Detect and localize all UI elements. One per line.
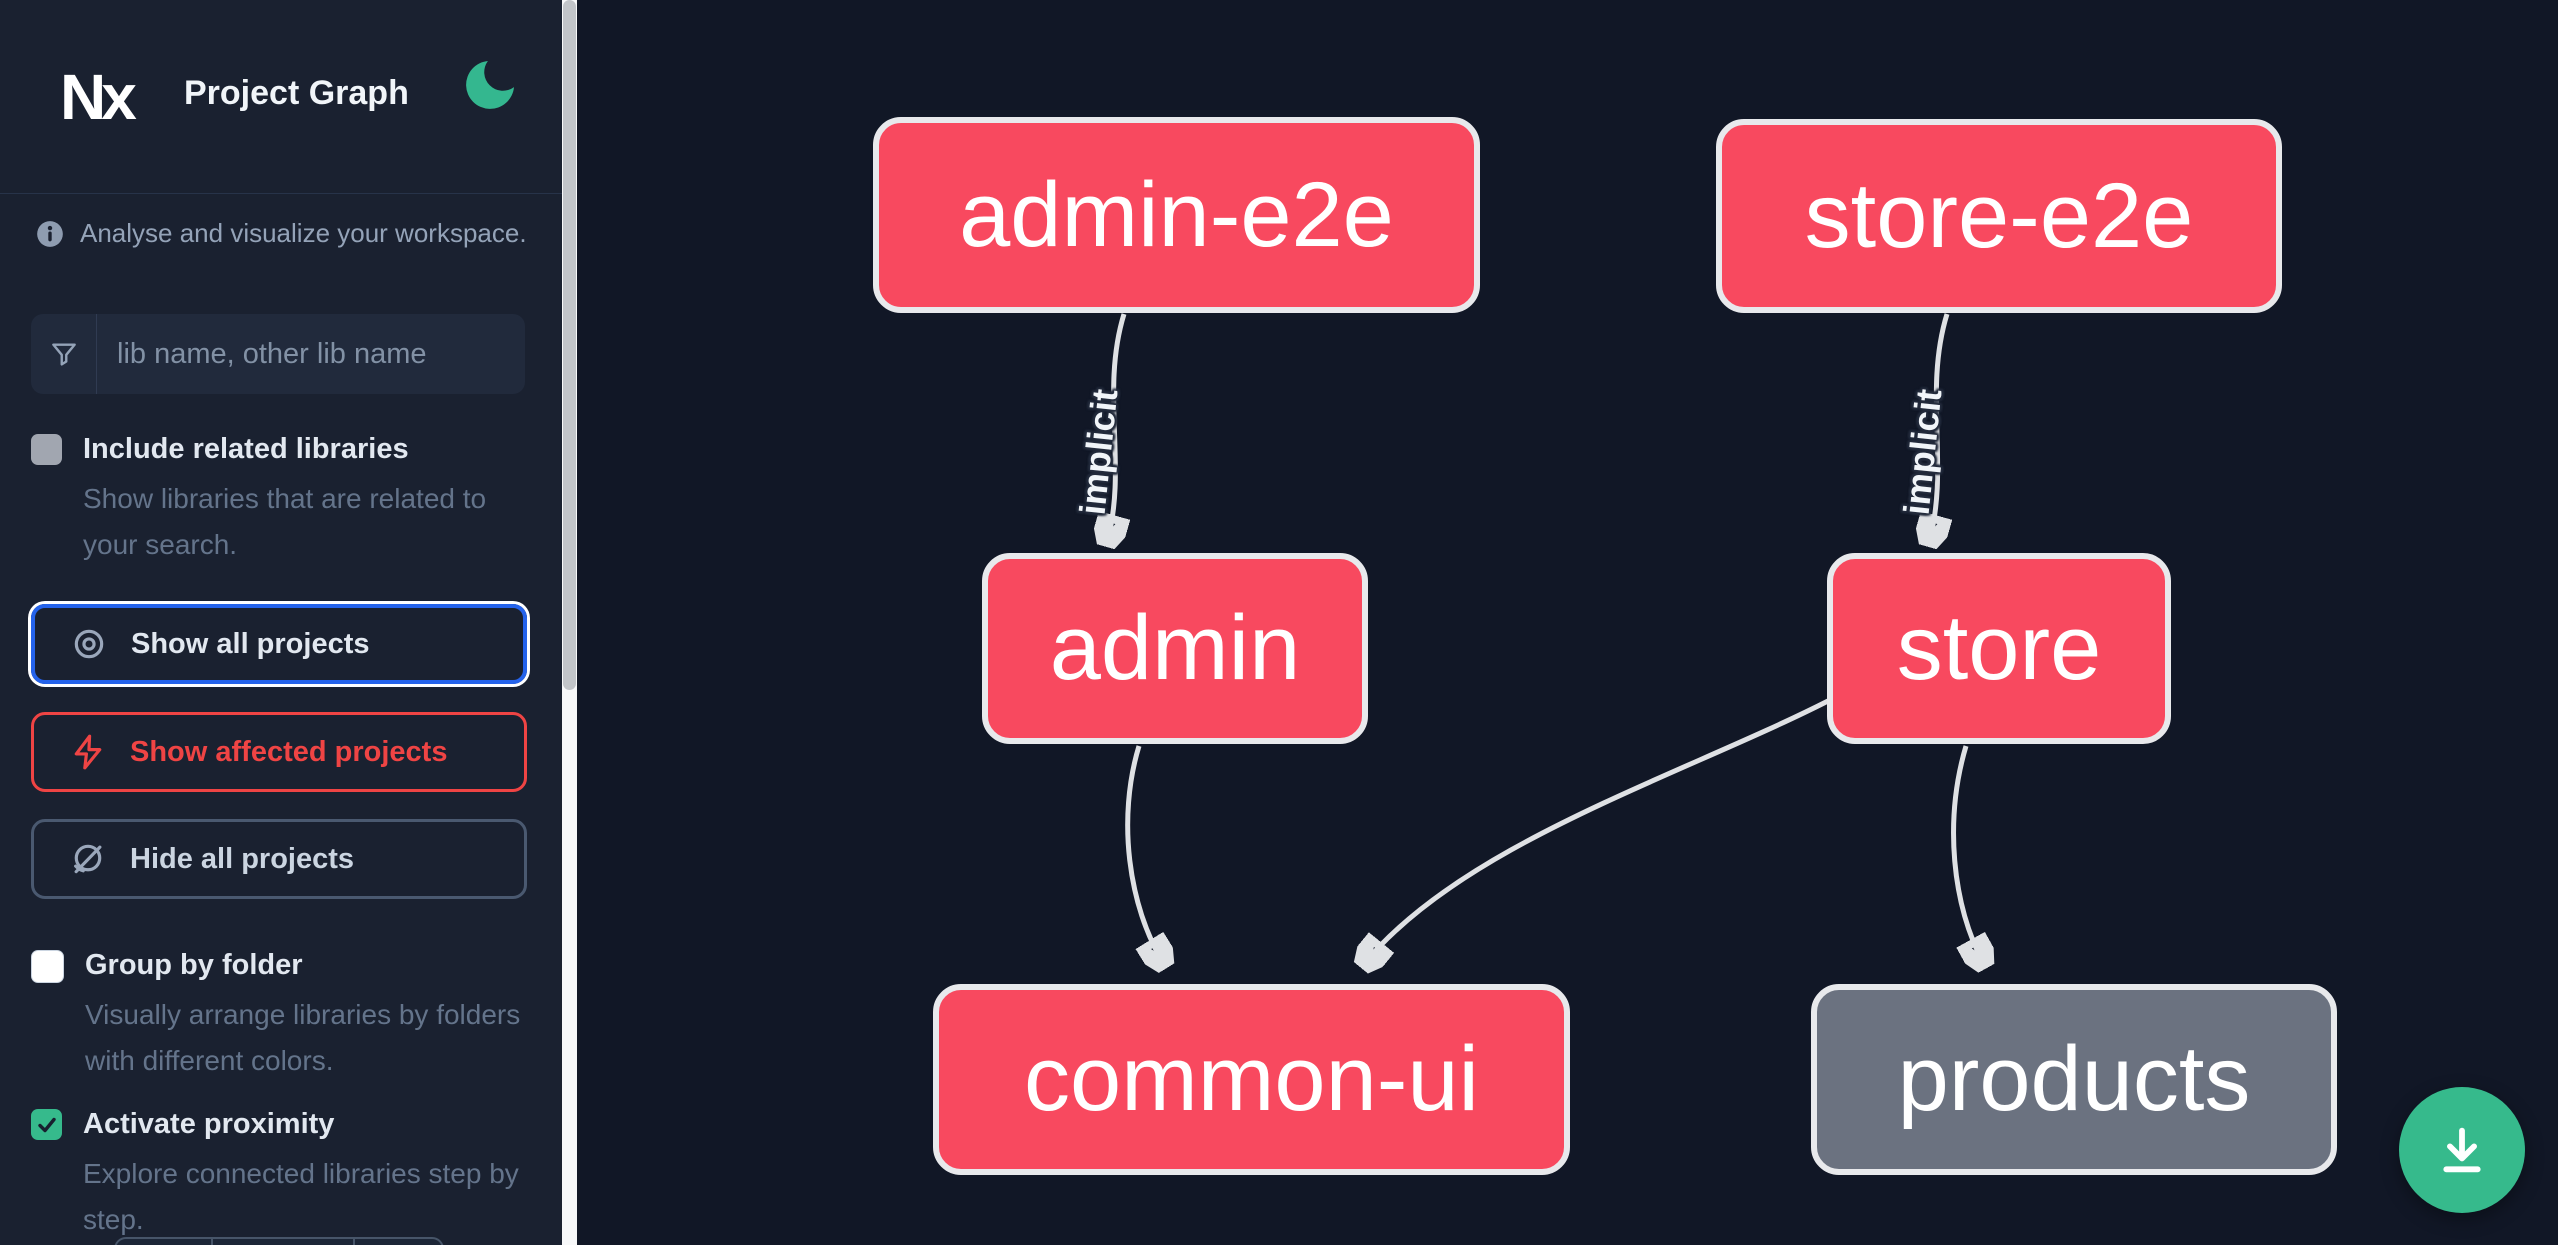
node-products[interactable]: products xyxy=(1811,984,2337,1175)
moon-icon xyxy=(466,60,514,109)
edge-store-common-ui xyxy=(1364,698,1830,964)
include-related-checkbox-row[interactable]: Include related libraries Show libraries… xyxy=(31,432,535,568)
group-by-folder-checkbox-row[interactable]: Group by folder Visually arrange librari… xyxy=(31,948,537,1084)
sidebar: Nx Project Graph Analyse and visualize y… xyxy=(0,0,562,1245)
filter-icon-segment xyxy=(31,314,97,394)
check-icon xyxy=(37,1117,56,1132)
eye-icon xyxy=(69,625,109,663)
edge-store-products xyxy=(1951,745,1984,964)
node-admin[interactable]: admin xyxy=(982,553,1368,744)
proximity-decrement-segment[interactable] xyxy=(116,1239,211,1245)
header-divider xyxy=(0,193,562,194)
funnel-icon xyxy=(51,343,76,366)
hide-all-projects-button[interactable]: Hide all projects xyxy=(31,819,527,899)
tagline-row: Analyse and visualize your workspace. xyxy=(36,218,527,249)
include-related-description: Show libraries that are related to your … xyxy=(83,483,487,560)
search-input[interactable] xyxy=(97,314,525,394)
eye-slash-icon xyxy=(68,840,108,878)
nx-logo: Nx xyxy=(60,61,137,133)
search-box xyxy=(31,314,525,394)
proximity-depth-control[interactable] xyxy=(114,1237,444,1245)
group-by-folder-label: Group by folder xyxy=(85,949,303,981)
sidebar-scrollbar-thumb[interactable] xyxy=(563,0,576,690)
node-store-e2e[interactable]: store-e2e xyxy=(1716,119,2282,313)
proximity-value-segment xyxy=(211,1239,355,1245)
info-icon xyxy=(37,220,63,247)
tagline-text: Analyse and visualize your workspace. xyxy=(80,218,527,248)
group-by-folder-description: Visually arrange libraries by folders wi… xyxy=(85,999,521,1076)
node-admin-e2e[interactable]: admin-e2e xyxy=(873,117,1480,313)
show-all-projects-button[interactable]: Show all projects xyxy=(31,604,527,684)
activate-proximity-label: Activate proximity xyxy=(83,1108,335,1140)
edge-label-implicit: implicit xyxy=(1895,387,1950,517)
node-store[interactable]: store xyxy=(1827,553,2171,744)
show-all-projects-label: Show all projects xyxy=(131,627,370,660)
sidebar-scrollbar-track xyxy=(562,0,577,1245)
hide-all-projects-label: Hide all projects xyxy=(130,842,355,875)
activate-proximity-checkbox-row[interactable]: Activate proximity Explore connected lib… xyxy=(31,1107,535,1243)
activate-proximity-description: Explore connected libraries step by step… xyxy=(83,1158,519,1235)
include-related-checkbox[interactable] xyxy=(31,434,62,465)
include-related-label: Include related libraries xyxy=(83,433,409,465)
theme-toggle-button[interactable] xyxy=(452,48,528,124)
node-common-ui[interactable]: common-ui xyxy=(933,984,1570,1175)
proximity-increment-segment[interactable] xyxy=(355,1239,442,1245)
bolt-icon xyxy=(68,733,108,771)
download-button[interactable] xyxy=(2399,1087,2525,1213)
download-icon xyxy=(2443,1127,2481,1173)
page-title: Project Graph xyxy=(184,74,409,112)
group-by-folder-checkbox[interactable] xyxy=(31,950,64,983)
show-affected-projects-label: Show affected projects xyxy=(130,735,448,768)
activate-proximity-checkbox[interactable] xyxy=(31,1109,62,1140)
show-affected-projects-button[interactable]: Show affected projects xyxy=(31,712,527,792)
edge-label-implicit: implicit xyxy=(1071,387,1126,517)
edge-admin-common-ui xyxy=(1125,745,1164,964)
